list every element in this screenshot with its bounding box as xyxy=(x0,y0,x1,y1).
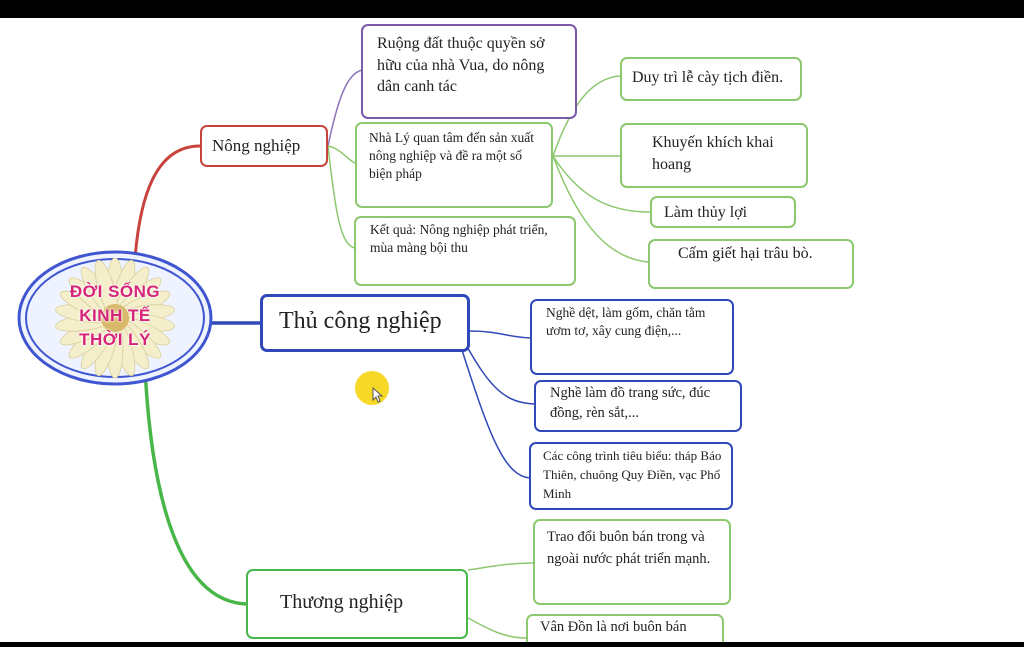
leaf-text: Nhà Lý quan tâm đến sản xuất nông nghiệp… xyxy=(369,130,534,182)
leaf-trang-suc[interactable]: Nghề làm đồ trang sức, đúc đồng, rèn sắt… xyxy=(534,380,742,432)
leaf-text: Cấm giết hại trâu bò. xyxy=(678,245,813,262)
leaf-cam-giet[interactable]: Cấm giết hại trâu bò. xyxy=(648,239,854,289)
cursor-highlight-icon xyxy=(355,371,389,405)
leaf-text: Khuyến khích khai hoang xyxy=(652,134,774,173)
leaf-duy-tri[interactable]: Duy trì lễ cày tịch điền. xyxy=(620,57,802,101)
leaf-trao-doi[interactable]: Trao đổi buôn bán trong và ngoài nước ph… xyxy=(533,519,731,605)
leaf-text: Nghề dệt, làm gốm, chăn tằm ươm tơ, xây … xyxy=(546,305,706,339)
leaf-van-don[interactable]: Vân Đồn là nơi buôn bán xyxy=(526,614,724,642)
mind-map-canvas: ĐỜI SỐNG KINH TẾ THỜI LÝ Nông nghiệp Thủ… xyxy=(0,18,1024,642)
branch-label: Thương nghiệp xyxy=(280,591,404,613)
leaf-quan-tam[interactable]: Nhà Lý quan tâm đến sản xuất nông nghiệp… xyxy=(355,122,553,208)
leaf-thuy-loi[interactable]: Làm thủy lợi xyxy=(650,196,796,228)
leaf-text: Kết quả: Nông nghiệp phát triển, mùa màn… xyxy=(370,222,548,256)
leaf-text: Duy trì lễ cày tịch điền. xyxy=(632,69,784,86)
leaf-khuyen-khich[interactable]: Khuyến khích khai hoang xyxy=(620,123,808,188)
leaf-text: Vân Đồn là nơi buôn bán xyxy=(540,619,687,635)
leaf-ket-qua[interactable]: Kết quả: Nông nghiệp phát triển, mùa màn… xyxy=(354,216,576,286)
central-topic-title: ĐỜI SỐNG KINH TẾ THỜI LÝ xyxy=(69,282,161,349)
connector-lines xyxy=(133,69,651,639)
leaf-text: Trao đổi buôn bán trong và ngoài nước ph… xyxy=(547,529,711,568)
branch-label: Thủ công nghiệp xyxy=(279,308,442,334)
leaf-text: Nghề làm đồ trang sức, đúc đồng, rèn sắt… xyxy=(550,385,711,421)
leaf-text: Các công trình tiêu biểu: tháp Báo Thiên… xyxy=(543,448,722,501)
branch-thu-cong-nghiep[interactable]: Thủ công nghiệp xyxy=(260,294,470,352)
leaf-text: Ruộng đất thuộc quyền sở hữu của nhà Vua… xyxy=(377,35,545,96)
branch-label: Nông nghiệp xyxy=(212,136,301,155)
leaf-nghe-det[interactable]: Nghề dệt, làm gốm, chăn tằm ươm tơ, xây … xyxy=(530,299,734,375)
daisy-flower-icon xyxy=(17,250,213,386)
leaf-ruong-dat[interactable]: Ruộng đất thuộc quyền sở hữu của nhà Vua… xyxy=(361,24,577,119)
branch-thuong-nghiep[interactable]: Thương nghiệp xyxy=(246,569,468,639)
branch-nong-nghiep[interactable]: Nông nghiệp xyxy=(200,125,328,167)
leaf-text: Làm thủy lợi xyxy=(664,204,748,221)
leaf-cong-trinh[interactable]: Các công trình tiêu biểu: tháp Báo Thiên… xyxy=(529,442,733,510)
